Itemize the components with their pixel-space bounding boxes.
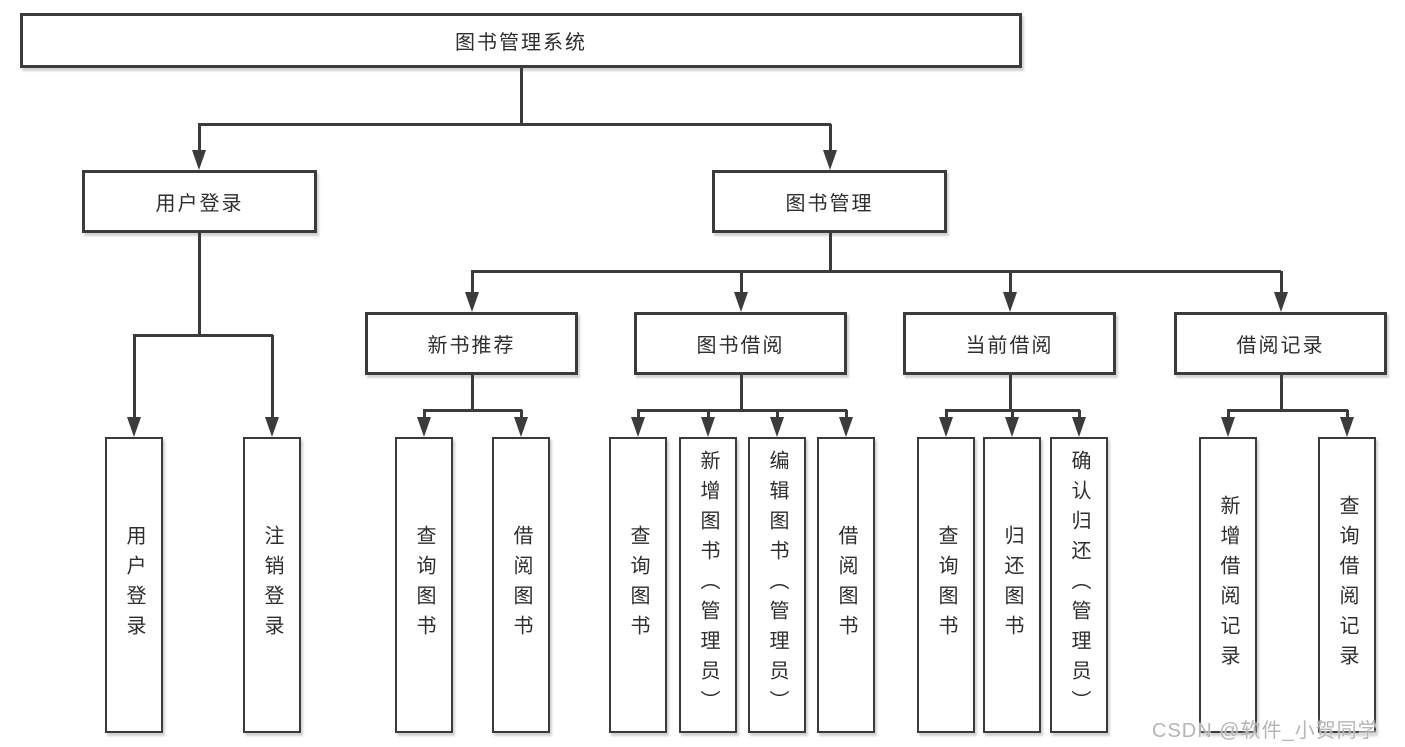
node-label: 当前借阅 xyxy=(965,335,1054,357)
leaf-borrow-books: 借阅图书 xyxy=(817,437,875,733)
node-label: 查询借阅记录 xyxy=(1336,495,1358,675)
node-system-root: 图书管理系统 xyxy=(20,13,1022,68)
node-new-book-recommend: 新书推荐 xyxy=(365,312,578,375)
connector-line xyxy=(470,271,474,294)
connector-line xyxy=(706,410,710,419)
connector-line xyxy=(944,410,948,419)
connector-line xyxy=(739,271,743,294)
arrow-down-icon xyxy=(514,417,528,437)
connector-line xyxy=(470,375,474,410)
connector-line xyxy=(636,410,640,419)
connector-line xyxy=(423,408,522,412)
leaf-add-borrow-record: 新增借阅记录 xyxy=(1199,437,1257,733)
arrow-down-icon xyxy=(701,417,715,437)
node-label: 查询图书 xyxy=(627,525,649,645)
node-label: 用户登录 xyxy=(123,525,145,645)
arrow-down-icon xyxy=(839,417,853,437)
connector-line xyxy=(1279,271,1283,294)
connector-line xyxy=(1010,410,1014,419)
node-label: 借阅记录 xyxy=(1236,335,1325,357)
arrow-down-icon xyxy=(1005,417,1019,437)
connector-line xyxy=(270,335,274,419)
connector-line xyxy=(198,122,831,126)
connector-line xyxy=(519,410,523,419)
arrow-down-icon xyxy=(1221,417,1235,437)
leaf-query-borrow-record: 查询借阅记录 xyxy=(1318,437,1376,733)
leaf-user-login: 用户登录 xyxy=(105,437,163,733)
connector-line xyxy=(1008,271,1012,294)
connector-line xyxy=(422,410,426,419)
node-borrow-records: 借阅记录 xyxy=(1174,312,1387,375)
arrow-down-icon xyxy=(1274,292,1288,312)
leaf-query-books-current: 查询图书 xyxy=(917,437,975,733)
csdn-watermark: CSDN @软件_小贺同学 xyxy=(1152,720,1379,742)
arrow-down-icon xyxy=(192,150,206,170)
connector-line xyxy=(1077,410,1081,419)
node-current-borrow: 当前借阅 xyxy=(903,312,1116,375)
connector-line xyxy=(828,233,832,271)
node-label: 注销登录 xyxy=(261,525,283,645)
leaf-logout: 注销登录 xyxy=(243,437,301,733)
leaf-query-books-recommend: 查询图书 xyxy=(395,437,453,733)
arrow-down-icon xyxy=(417,417,431,437)
arrow-down-icon xyxy=(1072,417,1086,437)
connector-line xyxy=(828,124,832,152)
connector-line xyxy=(1226,410,1230,419)
connector-line xyxy=(739,375,743,410)
arrow-down-icon xyxy=(631,417,645,437)
connector-line xyxy=(519,68,523,124)
leaf-add-books-admin: 新增图书（管理员） xyxy=(679,437,737,733)
arrow-down-icon xyxy=(734,292,748,312)
node-label: 新书推荐 xyxy=(427,335,516,357)
leaf-confirm-return-admin: 确认归还（管理员） xyxy=(1050,437,1108,733)
node-label: 借阅图书 xyxy=(835,525,857,645)
arrow-down-icon xyxy=(939,417,953,437)
node-label: 查询图书 xyxy=(935,525,957,645)
node-label: 图书管理 xyxy=(785,193,874,215)
node-label: 新增借阅记录 xyxy=(1217,495,1239,675)
leaf-query-books-borrow: 查询图书 xyxy=(609,437,667,733)
node-label: 借阅图书 xyxy=(510,525,532,645)
connector-line xyxy=(1008,375,1012,410)
connector-line xyxy=(1279,375,1283,410)
arrow-down-icon xyxy=(1003,292,1017,312)
connector-line xyxy=(197,233,201,335)
leaf-borrow-books-recommend: 借阅图书 xyxy=(492,437,550,733)
arrow-down-icon xyxy=(127,417,141,437)
leaf-return-books: 归还图书 xyxy=(983,437,1041,733)
node-user-login: 用户登录 xyxy=(82,170,317,233)
node-label: 确认归还（管理员） xyxy=(1068,450,1090,720)
arrow-down-icon xyxy=(823,150,837,170)
node-label: 图书管理系统 xyxy=(455,32,587,54)
connector-line xyxy=(471,269,1281,273)
node-label: 图书借阅 xyxy=(696,335,785,357)
arrow-down-icon xyxy=(465,292,479,312)
connector-line xyxy=(197,124,201,152)
connector-line xyxy=(844,410,848,419)
connector-line xyxy=(133,333,273,337)
node-book-borrow: 图书借阅 xyxy=(634,312,847,375)
connector-line xyxy=(775,410,779,419)
node-label: 新增图书（管理员） xyxy=(697,450,719,720)
connector-line xyxy=(637,408,847,412)
node-label: 编辑图书（管理员） xyxy=(766,450,788,720)
connector-line xyxy=(1345,410,1349,419)
arrow-down-icon xyxy=(770,417,784,437)
node-label: 用户登录 xyxy=(155,193,244,215)
arrow-down-icon xyxy=(1340,417,1354,437)
node-label: 查询图书 xyxy=(413,525,435,645)
leaf-edit-books-admin: 编辑图书（管理员） xyxy=(748,437,806,733)
connector-line xyxy=(132,335,136,419)
node-book-management: 图书管理 xyxy=(712,170,947,233)
node-label: 归还图书 xyxy=(1001,525,1023,645)
connector-line xyxy=(1227,408,1348,412)
arrow-down-icon xyxy=(265,417,279,437)
